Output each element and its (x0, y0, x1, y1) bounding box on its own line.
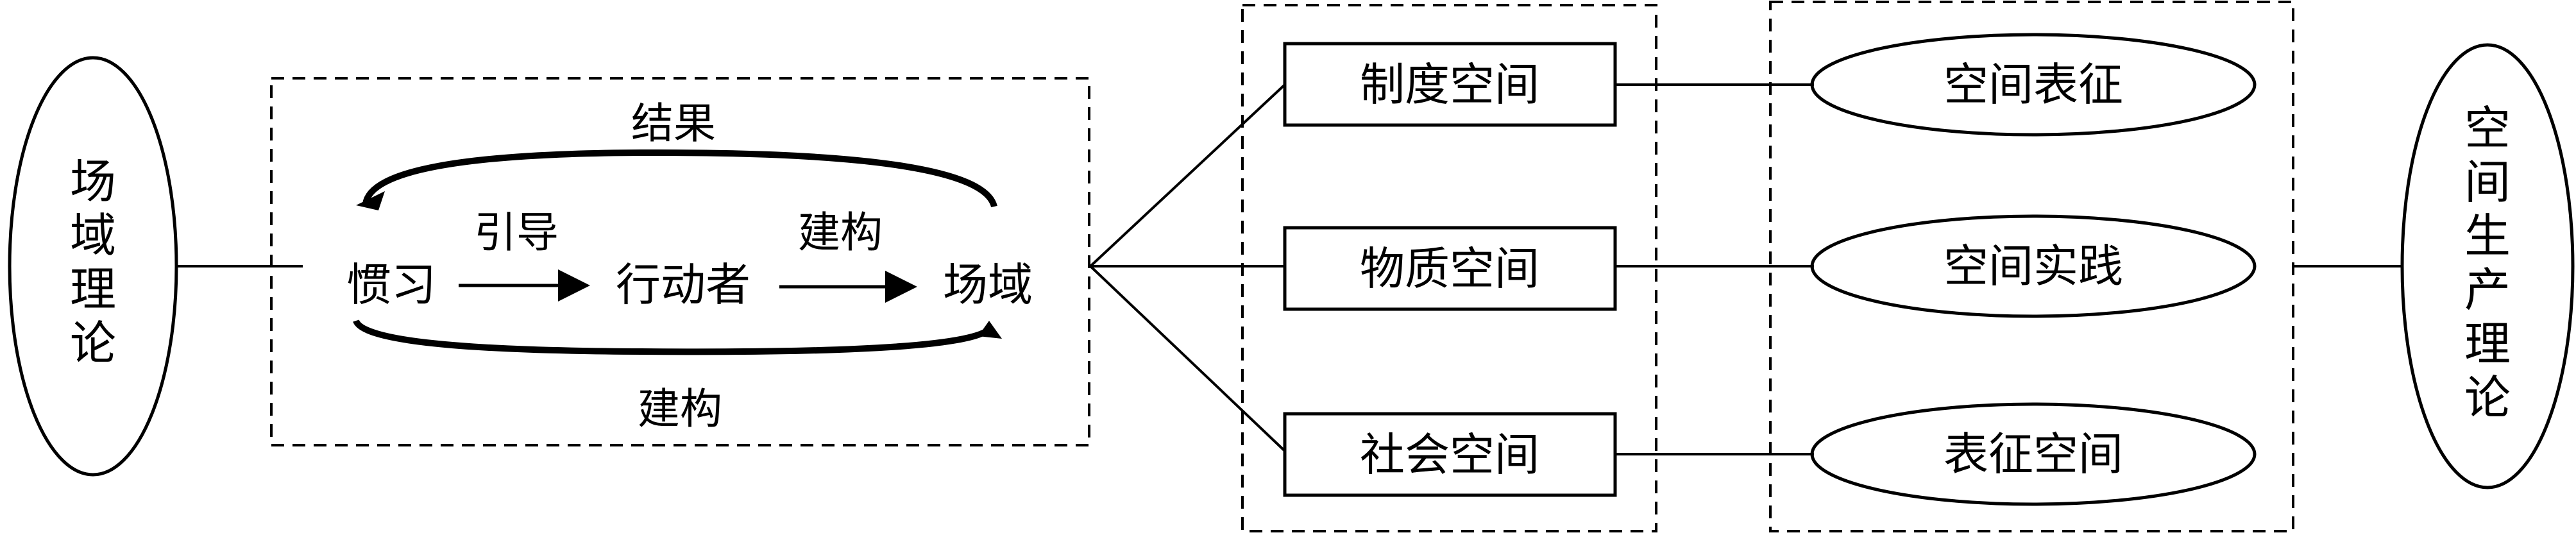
representational-space-ellipse (1810, 402, 2257, 506)
fan-line-bottom (1089, 265, 1286, 452)
representational-space-label: 表征空间 (1944, 428, 2123, 480)
space-production-theory-char: 生 (2464, 209, 2511, 263)
construct-label: 建构 (798, 208, 883, 257)
field-theory-char: 域 (70, 208, 116, 262)
production-group: 空间表征 空间实践 表征空间 (1769, 1, 2294, 532)
spatial-practice-label: 空间实践 (1944, 240, 2123, 293)
space-production-theory-char: 间 (2464, 155, 2511, 209)
actor-node: 行动者 (616, 259, 750, 311)
spatial-practice-ellipse (1810, 214, 2257, 318)
institutional-space-label: 制度空间 (1360, 58, 1539, 111)
field-cycle-box (270, 77, 1090, 446)
result-arc (362, 149, 997, 208)
arc-bottom-label: 建构 (638, 384, 722, 434)
field-cycle-group: 结果 建构 惯习 行动者 场域 引导 建构 (270, 77, 1090, 446)
space-production-theory-char: 论 (2464, 371, 2511, 425)
guide-label: 引导 (474, 208, 559, 257)
field-node: 场域 (943, 259, 1033, 311)
field-theory-char: 论 (70, 316, 116, 370)
construct-arc (353, 319, 994, 355)
representation-of-space-ellipse (1810, 33, 2257, 137)
field-theory-char: 理 (70, 262, 116, 316)
field-theory-node: 场 域 理 论 (8, 56, 178, 477)
field-theory-char: 场 (70, 155, 116, 208)
habitus-node: 惯习 (346, 259, 436, 311)
arc-top-label: 结果 (631, 99, 716, 148)
material-space-label: 物质空间 (1360, 242, 1539, 295)
space-production-theory-char: 空 (2464, 101, 2511, 155)
space-production-theory-char: 产 (2464, 263, 2511, 317)
space-production-theory-ellipse (2400, 43, 2575, 489)
construct-arc-tip (978, 321, 1002, 339)
spaces-group: 制度空间 物质空间 社会空间 (1241, 4, 1657, 532)
space-production-theory-char: 理 (2464, 317, 2511, 371)
representation-of-space-label: 空间表征 (1944, 58, 2123, 111)
result-arc-tip (356, 191, 385, 210)
fan-line-top (1089, 83, 1286, 268)
space-production-theory-node: 空 间 生 产 理 论 (2400, 43, 2575, 489)
social-space-label: 社会空间 (1360, 429, 1539, 481)
spaces-box (1241, 4, 1657, 532)
material-space-box (1283, 226, 1617, 311)
